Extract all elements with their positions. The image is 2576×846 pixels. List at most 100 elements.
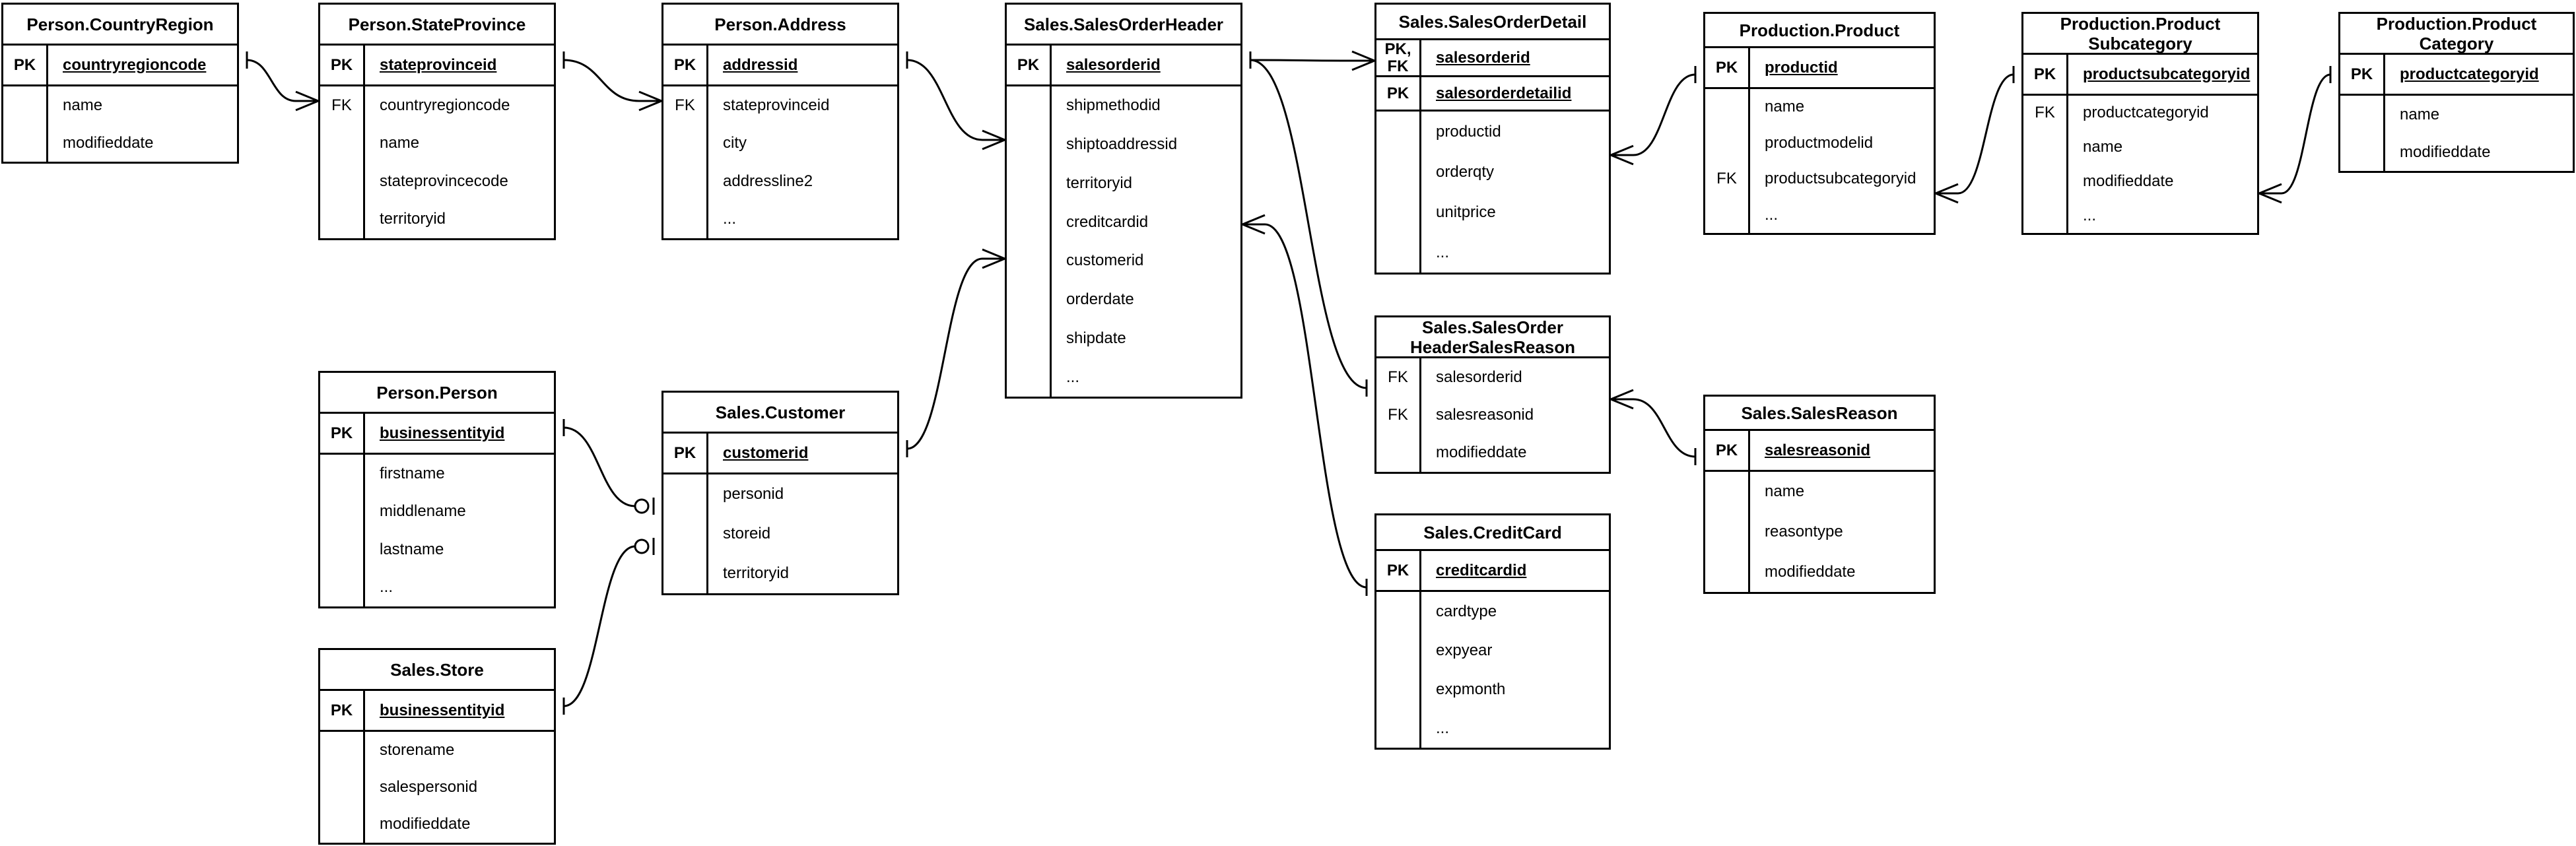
attribute-row: modifieddate bbox=[3, 124, 237, 162]
field-cell: stateprovinceid bbox=[365, 46, 554, 84]
attribute-label: name bbox=[1765, 98, 1805, 116]
attribute-badge bbox=[1376, 709, 1421, 748]
field-label: productid bbox=[1765, 58, 1838, 77]
attribute-label: orderqty bbox=[1436, 162, 1495, 181]
entity-title: Sales.Store bbox=[320, 650, 554, 691]
key-badge: PK bbox=[320, 691, 365, 730]
attribute-label: territoryid bbox=[380, 210, 446, 228]
attribute-badge bbox=[1007, 242, 1052, 280]
field-label: customerid bbox=[723, 443, 809, 462]
field-cell: productsubcategoryid bbox=[2068, 55, 2257, 94]
attribute-row: ... bbox=[2023, 199, 2257, 233]
attribute-label: stateprovinceid bbox=[723, 96, 830, 114]
attribute-cell: ... bbox=[1421, 244, 1609, 262]
attribute-label: ... bbox=[723, 210, 737, 228]
attribute-cell: expyear bbox=[1421, 641, 1609, 660]
key-row: PK businessentityid bbox=[320, 414, 554, 455]
attribute-cell: lastname bbox=[365, 540, 554, 559]
attribute-badge bbox=[1705, 197, 1750, 233]
attribute-badge bbox=[1376, 232, 1421, 273]
field-cell: salesorderid bbox=[1052, 46, 1240, 84]
attribute-cell: productmodelid bbox=[1750, 134, 1934, 152]
field-label: countryregioncode bbox=[63, 55, 207, 74]
key-badge: PK bbox=[1376, 551, 1421, 590]
attribute-badge bbox=[1705, 472, 1750, 512]
attribute-cell: territoryid bbox=[1052, 174, 1240, 193]
attribute-badge bbox=[1376, 152, 1421, 192]
attribute-row: ... bbox=[1007, 358, 1240, 397]
attribute-label: cardtype bbox=[1436, 602, 1497, 620]
attribute-label: firstname bbox=[380, 464, 445, 482]
rel-store-customer bbox=[562, 538, 655, 715]
attribute-row: territoryid bbox=[663, 554, 897, 593]
attribute-row: name bbox=[3, 86, 237, 124]
attribute-label: name bbox=[63, 96, 103, 114]
attribute-badge bbox=[1007, 280, 1052, 319]
attribute-row: unitprice bbox=[1376, 192, 1609, 232]
attribute-badge bbox=[1007, 203, 1052, 242]
attribute-cell: modifieddate bbox=[1421, 443, 1609, 462]
attribute-label: ... bbox=[380, 578, 393, 597]
key-badge: PK bbox=[1705, 431, 1750, 470]
attribute-badge bbox=[3, 124, 48, 162]
attribute-cell: name bbox=[48, 96, 237, 115]
field-label: productcategoryid bbox=[2400, 65, 2539, 83]
attribute-cell: customerid bbox=[1052, 251, 1240, 270]
attribute-badge bbox=[1007, 358, 1052, 397]
attribute-cell: reasontype bbox=[1750, 523, 1934, 541]
rel-customer-salesorderheader bbox=[906, 248, 1005, 457]
attribute-label: shipdate bbox=[1066, 329, 1126, 347]
attribute-cell: name bbox=[1750, 482, 1934, 501]
attribute-badge: FK bbox=[1376, 358, 1421, 397]
attribute-cell: modifieddate bbox=[365, 815, 554, 833]
attribute-label: name bbox=[2083, 138, 2123, 156]
rel-salesorderdetail-product bbox=[1610, 66, 1697, 166]
attribute-label: reasontype bbox=[1765, 522, 1843, 540]
field-label: businessentityid bbox=[380, 424, 505, 442]
entity-title: Person.StateProvince bbox=[320, 5, 554, 46]
field-label: salesreasonid bbox=[1765, 441, 1871, 459]
attribute-cell: shipdate bbox=[1052, 329, 1240, 348]
attribute-label: productmodelid bbox=[1765, 133, 1874, 152]
attribute-row: modifieddate bbox=[320, 806, 554, 843]
key-badge: PK bbox=[663, 46, 708, 84]
key-badge: PK bbox=[2340, 55, 2385, 94]
rel-product-subcategory bbox=[1935, 66, 2015, 204]
entity-title: Sales.CreditCard bbox=[1376, 515, 1609, 551]
entity-title: Production.Product Category bbox=[2340, 14, 2573, 55]
entity-title: Production.Product Subcategory bbox=[2023, 14, 2257, 55]
field-label: salesorderid bbox=[1066, 55, 1161, 74]
attribute-label: city bbox=[723, 134, 747, 152]
key-badge: PK bbox=[320, 414, 365, 453]
attribute-row: name bbox=[2340, 96, 2573, 133]
attribute-cell: name bbox=[365, 134, 554, 152]
attribute-row: shiptoaddressid bbox=[1007, 125, 1240, 164]
